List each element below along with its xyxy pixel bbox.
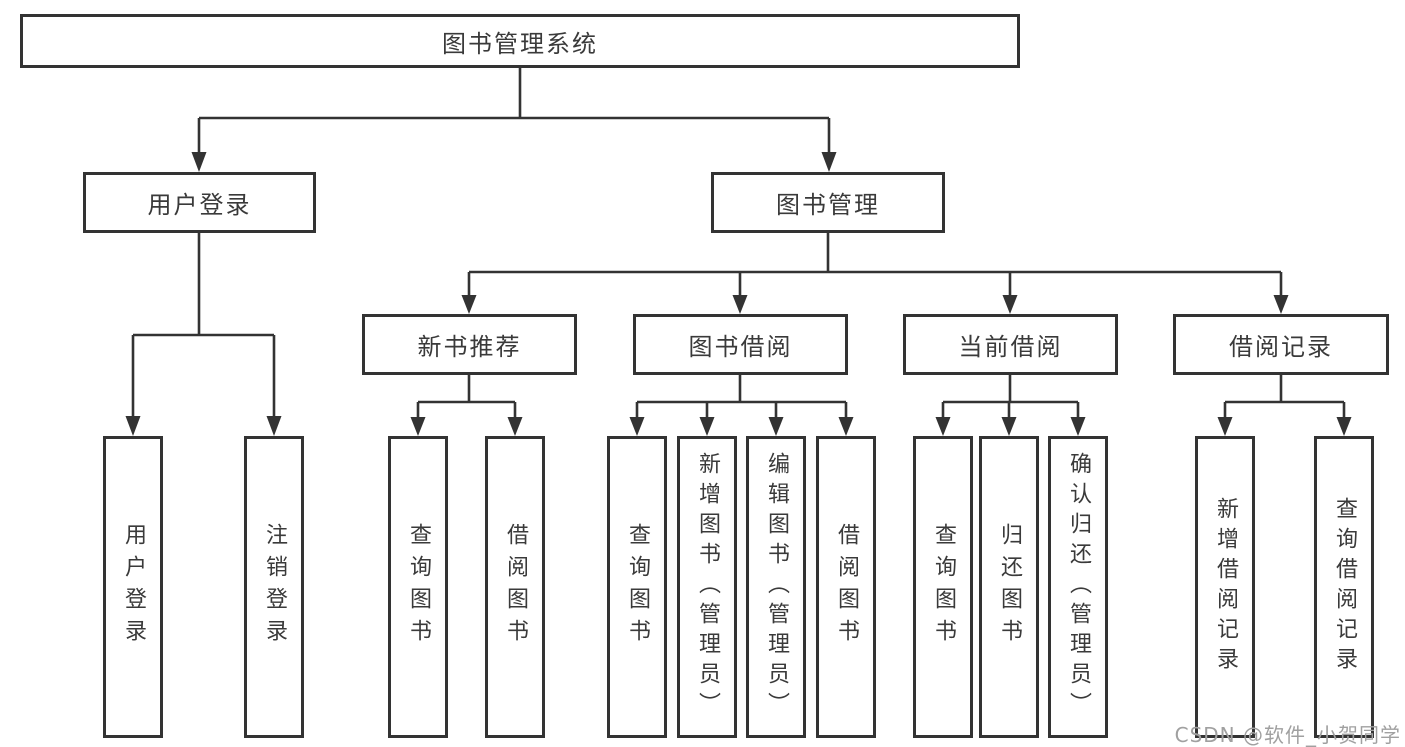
node-book-management: 图书管理: [711, 172, 945, 233]
leaf-records-query-record: 查询借阅记录: [1314, 436, 1374, 738]
node-user-login: 用户登录: [83, 172, 316, 233]
connector-userlogin-to-leaves: [125, 233, 282, 436]
leaf-borrow-borrow-books: 借阅图书: [816, 436, 876, 738]
node-borrow-records: 借阅记录: [1173, 314, 1389, 375]
leaf-user-login: 用户登录: [103, 436, 163, 738]
leaf-borrow-edit-books-admin: 编辑图书（管理员）: [746, 436, 806, 738]
leaf-borrow-query-books: 查询图书: [607, 436, 667, 738]
connector-current-to-leaves: [935, 375, 1086, 436]
node-new-book-recommend: 新书推荐: [362, 314, 577, 375]
leaf-current-query-books: 查询图书: [913, 436, 973, 738]
connector-borrow-to-leaves: [629, 375, 854, 436]
leaf-current-confirm-return-admin: 确认归还（管理员）: [1048, 436, 1108, 738]
leaf-recommend-borrow-books: 借阅图书: [485, 436, 545, 738]
connector-recommend-to-leaves: [410, 375, 523, 436]
leaf-records-add-record: 新增借阅记录: [1195, 436, 1255, 738]
node-library-system: 图书管理系统: [20, 14, 1020, 68]
connector-root-to-branches: [191, 68, 837, 172]
csdn-watermark: CSDN @软件_小贺同学: [1174, 723, 1401, 747]
leaf-borrow-add-books-admin: 新增图书（管理员）: [677, 436, 737, 738]
leaf-current-return-books: 归还图书: [979, 436, 1039, 738]
connector-bookmgmt-to-level3: [461, 233, 1289, 314]
node-current-borrow: 当前借阅: [903, 314, 1118, 375]
node-book-borrow: 图书借阅: [633, 314, 848, 375]
leaf-logout-login: 注销登录: [244, 436, 304, 738]
connector-records-to-leaves: [1217, 375, 1352, 436]
leaf-recommend-query-books: 查询图书: [388, 436, 448, 738]
